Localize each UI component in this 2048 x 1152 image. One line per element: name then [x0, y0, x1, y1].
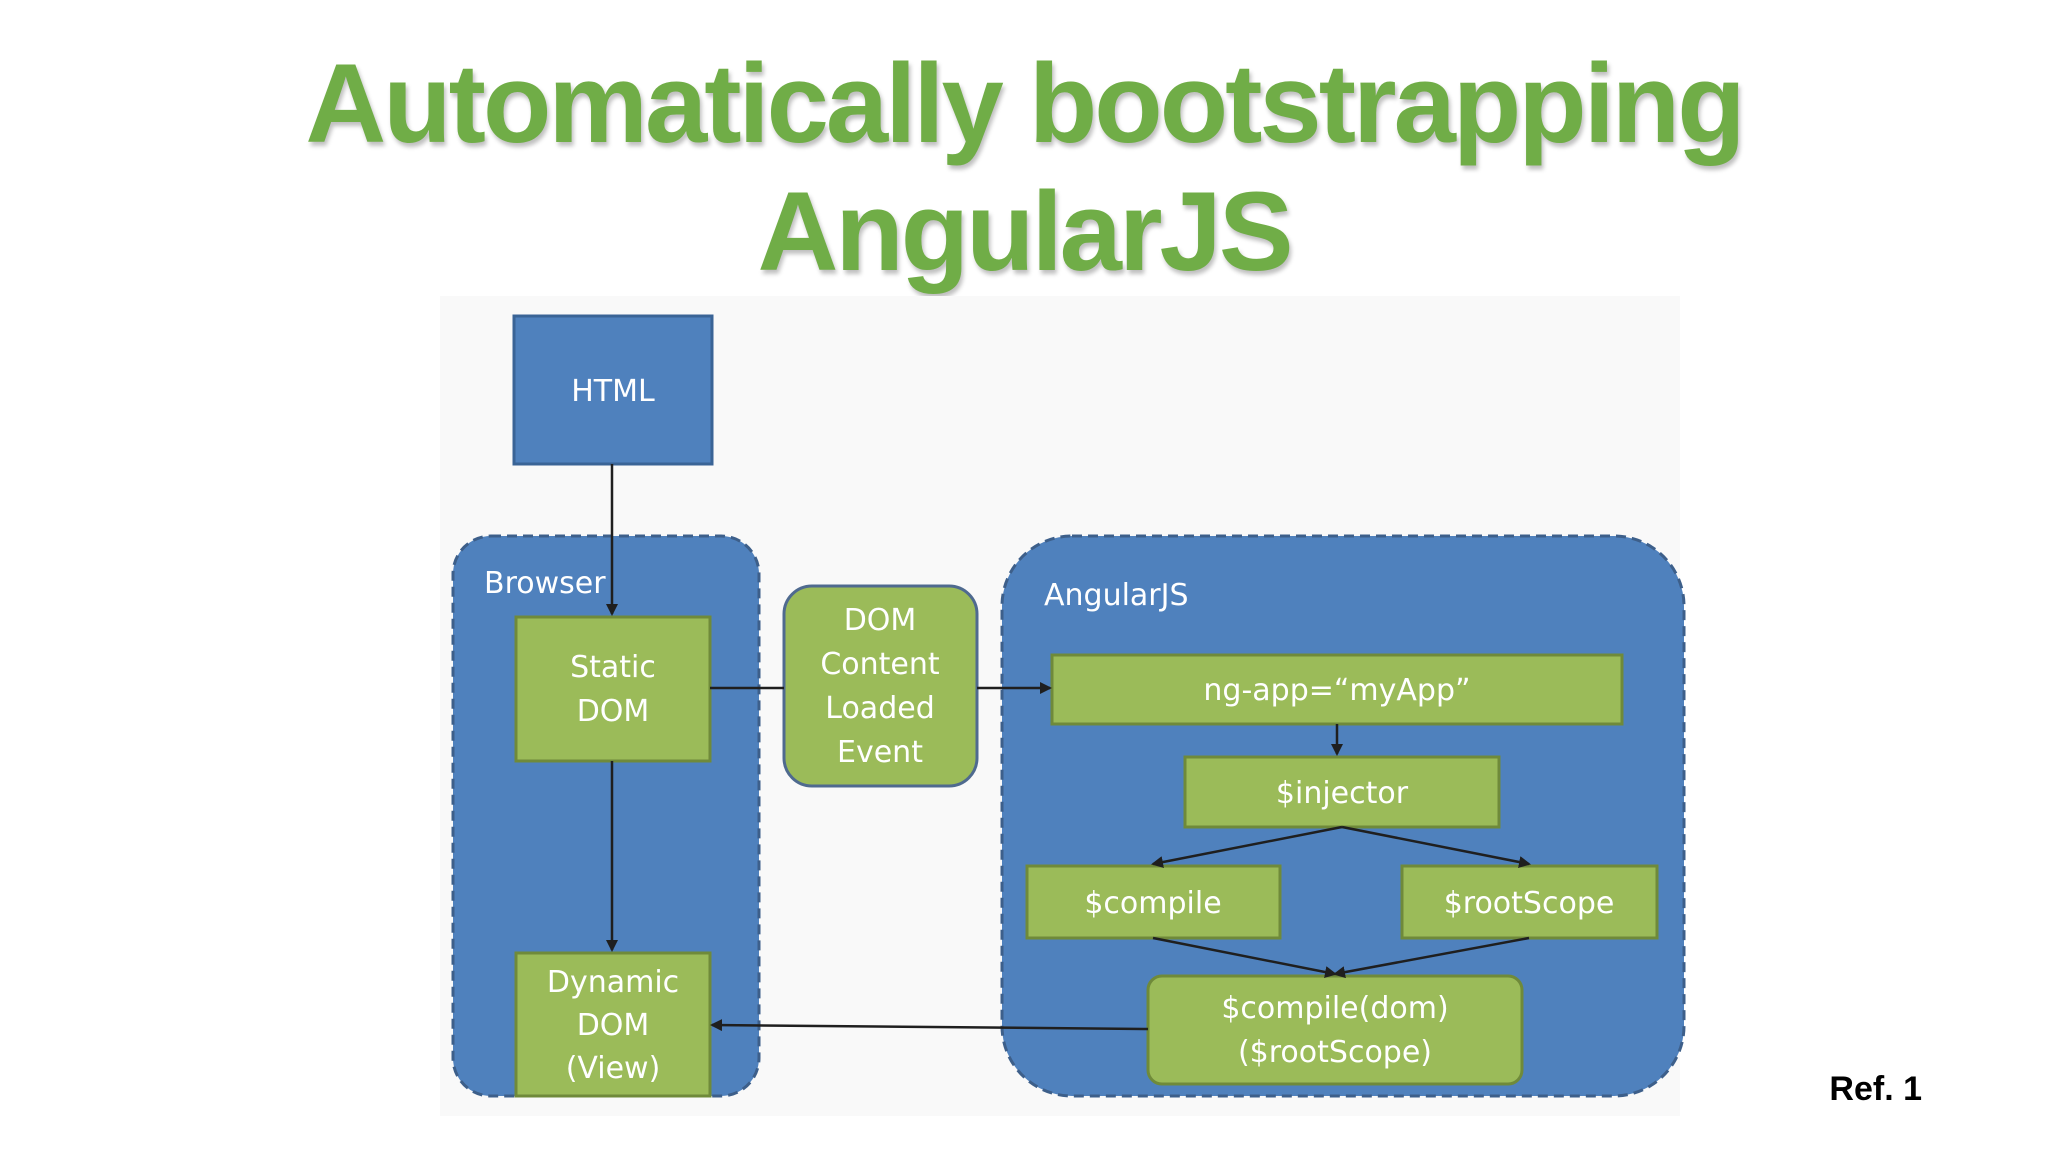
- static-dom-line-1: Static: [570, 650, 656, 685]
- dynamic-dom-line-3: (View): [566, 1051, 661, 1086]
- dynamic-dom-box: Dynamic DOM (View): [514, 951, 712, 1098]
- ng-app-box: ng-app=“myApp”: [1050, 653, 1624, 726]
- arrows: [606, 464, 1531, 1032]
- compile-label: $compile: [1084, 886, 1221, 921]
- event-line-4: Event: [837, 735, 923, 770]
- dynamic-dom-line-2: DOM: [577, 1008, 650, 1043]
- root-scope-label: $rootScope: [1444, 886, 1615, 921]
- compile-box: $compile: [1025, 864, 1282, 940]
- root-scope-box: $rootScope: [1400, 864, 1659, 940]
- slide-title-line-2: AngularJS: [757, 169, 1293, 294]
- arrow-injector-to-root-scope: [1341, 825, 1531, 868]
- angularjs-label: AngularJS: [1044, 578, 1189, 613]
- html-box-label: HTML: [571, 374, 655, 409]
- static-dom-line-2: DOM: [577, 694, 650, 729]
- slide-title-line-1: Automatically bootstrapping: [305, 41, 1745, 166]
- html-box: HTML: [512, 314, 714, 466]
- arrow-compile-to-compile-dom: [1152, 936, 1337, 978]
- dom-content-loaded-event: DOM Content Loaded Event: [782, 584, 979, 788]
- reference-label: Ref. 1: [1829, 1070, 1922, 1108]
- compile-dom-box: $compile(dom) ($rootScope): [1146, 974, 1524, 1086]
- arrow-compile-dom-to-dynamic-dom: [710, 1019, 1149, 1032]
- dynamic-dom-line-1: Dynamic: [547, 965, 679, 1000]
- event-line-3: Loaded: [825, 691, 934, 726]
- slide-title: Automatically bootstrapping AngularJS: [0, 40, 2048, 296]
- static-dom-box: Static DOM: [514, 615, 712, 763]
- event-line-2: Content: [820, 647, 940, 682]
- injector-label: $injector: [1276, 776, 1409, 811]
- arrow-root-scope-to-compile-dom: [1333, 936, 1530, 979]
- ng-app-label: ng-app=“myApp”: [1203, 673, 1470, 708]
- compile-dom-line-1: $compile(dom): [1221, 991, 1448, 1026]
- injector-box: $injector: [1183, 755, 1501, 829]
- arrow-injector-to-compile: [1151, 825, 1343, 868]
- compile-dom-line-2: ($rootScope): [1238, 1035, 1432, 1070]
- event-line-1: DOM: [844, 603, 917, 638]
- browser-label: Browser: [484, 566, 606, 601]
